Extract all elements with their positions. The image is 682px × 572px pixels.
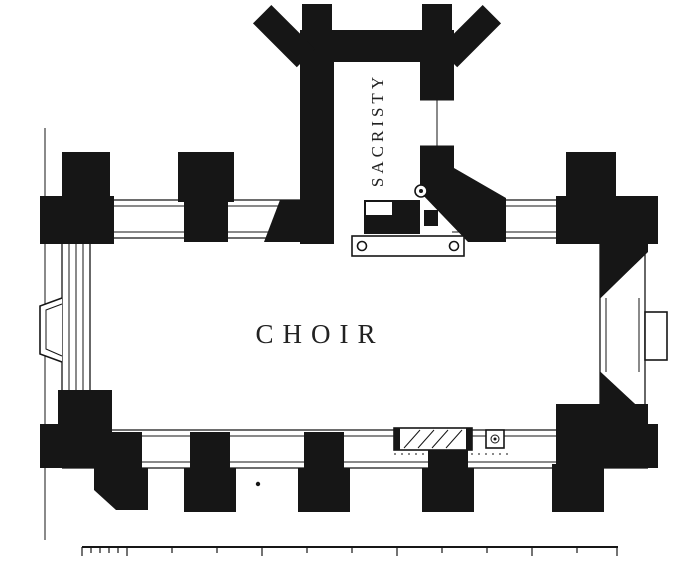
sacristy-label: SACRISTY: [368, 73, 387, 187]
sacristy-ne-diagonal-buttress: [438, 4, 502, 68]
south-buttress-3: [422, 468, 474, 512]
east-projection: [644, 311, 668, 361]
sacristy-nw-stub: [302, 4, 332, 34]
south-monument: [393, 427, 508, 455]
west-window-lines: [61, 244, 91, 390]
tomb-slab: [351, 235, 465, 257]
south-buttresses: [100, 432, 474, 512]
sacristy-east-wall-upper: [420, 30, 454, 100]
nw-corner-block: [40, 196, 114, 244]
choir-label: CHOIR: [255, 319, 384, 349]
sw-west-arm: [40, 424, 58, 468]
east-window-splay-upper: [600, 244, 648, 298]
sacristy-nw-diagonal-buttress: [252, 4, 316, 68]
slab-roundel-right: [448, 240, 460, 252]
northwest-corner: [40, 152, 114, 244]
north-buttress-shaft: [184, 198, 228, 242]
nw-buttress: [62, 152, 110, 204]
north-buttress-head: [178, 152, 234, 202]
south-buttress-2: [298, 468, 350, 512]
survey-dot: [255, 481, 261, 487]
east-door-projection: [644, 311, 668, 361]
scale-bar: [81, 546, 618, 556]
sacristy-walls: [252, 4, 506, 244]
sacristy-west-junction: [264, 200, 300, 242]
sacristy-ne-stub: [422, 4, 452, 34]
ne-corner-block: [556, 196, 658, 244]
se-buttress: [552, 464, 604, 512]
northeast-corner: [556, 152, 658, 424]
north-buttress: [178, 152, 234, 242]
sacristy-west-wall: [300, 58, 334, 244]
west-bay: [39, 297, 63, 363]
ne-buttress: [566, 152, 616, 204]
southeast-corner: [552, 404, 658, 512]
sacristy-window: [420, 99, 454, 147]
slab-roundel-left: [356, 240, 368, 252]
se-east-arm: [648, 424, 658, 468]
sw-angled-buttress: [94, 468, 148, 510]
south-buttress-1: [184, 468, 236, 512]
sacristy-east-junction: [420, 146, 506, 242]
se-corner-block: [556, 404, 648, 468]
sacristy-door-tomb: [351, 184, 465, 257]
south-wall-lines: [62, 429, 648, 469]
